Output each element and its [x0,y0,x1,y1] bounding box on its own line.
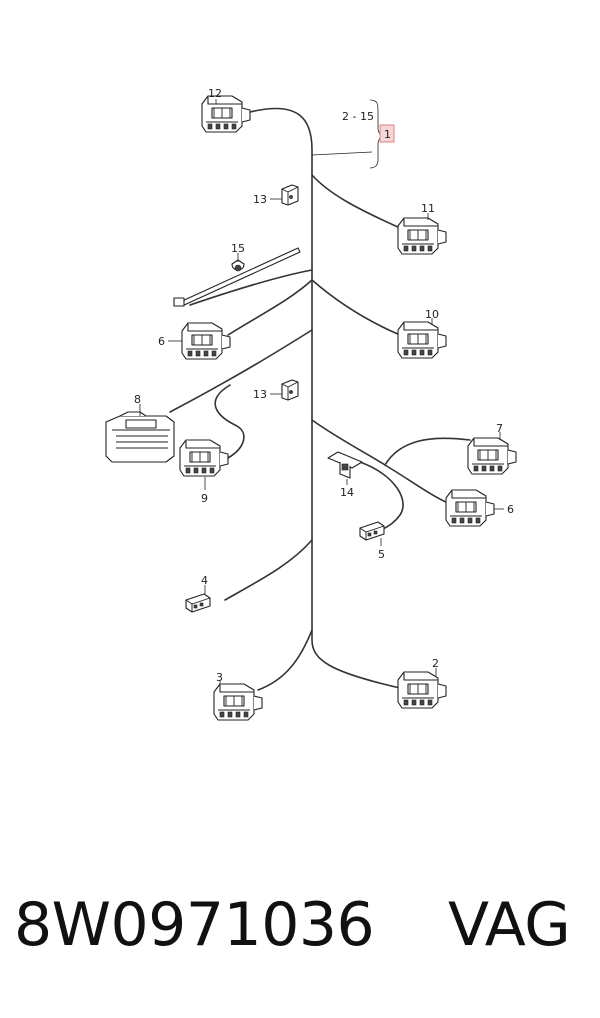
trunk-branch-6-left [227,279,313,336]
connector-8 [105,411,175,463]
connector-12 [201,95,251,133]
callout-5: 5 [378,548,385,561]
connector-10 [397,321,447,359]
connector-4 [185,593,211,613]
trunk-branch-11 [311,174,401,229]
connector-3 [213,683,263,721]
connector-6-left [181,322,231,360]
connector-7 [467,437,517,475]
callout-10: 10 [425,308,439,321]
connector-6-right [445,489,495,527]
callout-8: 8 [134,393,141,406]
trunk-branch-5 [359,461,404,529]
cable-tie-15 [173,247,301,307]
trunk-branch-9 [214,384,245,459]
brand-label: VAG [448,890,571,960]
callout-11: 11 [421,202,435,215]
callout-4: 4 [201,574,208,587]
callout-14: 14 [340,486,354,499]
main-trunk-wire [249,107,401,689]
trunk-branch-3 [257,629,313,691]
callout-12: 12 [208,87,222,100]
trunk-branch-6-right [384,464,449,504]
callout-1: 1 [384,128,391,141]
callout-6-right: 6 [507,503,514,516]
trunk-branch-8 [169,329,313,413]
callout-7: 7 [496,422,503,435]
connector-11 [397,217,447,255]
callout-13-lower: 13 [253,388,267,401]
bracket-14 [327,451,363,479]
highlight-box-1 [379,124,395,143]
callout-3: 3 [216,671,223,684]
clip-13-lower [281,379,299,401]
connector-5 [359,521,385,541]
callout-15: 15 [231,242,245,255]
callout-9: 9 [201,492,208,505]
clip-13-upper [281,184,299,206]
part-number-label: 8W0971036 [14,890,375,960]
connector-2 [397,671,447,709]
callout-2: 2 [432,657,439,670]
trunk-branch-10 [311,279,401,336]
trunk-branch-4 [224,539,313,601]
callout-2-15: 2 - 15 [342,110,374,123]
connector-9 [179,439,229,477]
wiring-harness-diagram: 1 2 - 15 12 13 11 15 6 10 13 [105,87,517,721]
trunk-branch-15 [189,269,313,306]
callout-6-left: 6 [158,335,165,348]
callout-13-upper: 13 [253,193,267,206]
trunk-leader-1 [311,151,373,156]
caption-bar: 8W0971036 VAG [0,890,600,980]
